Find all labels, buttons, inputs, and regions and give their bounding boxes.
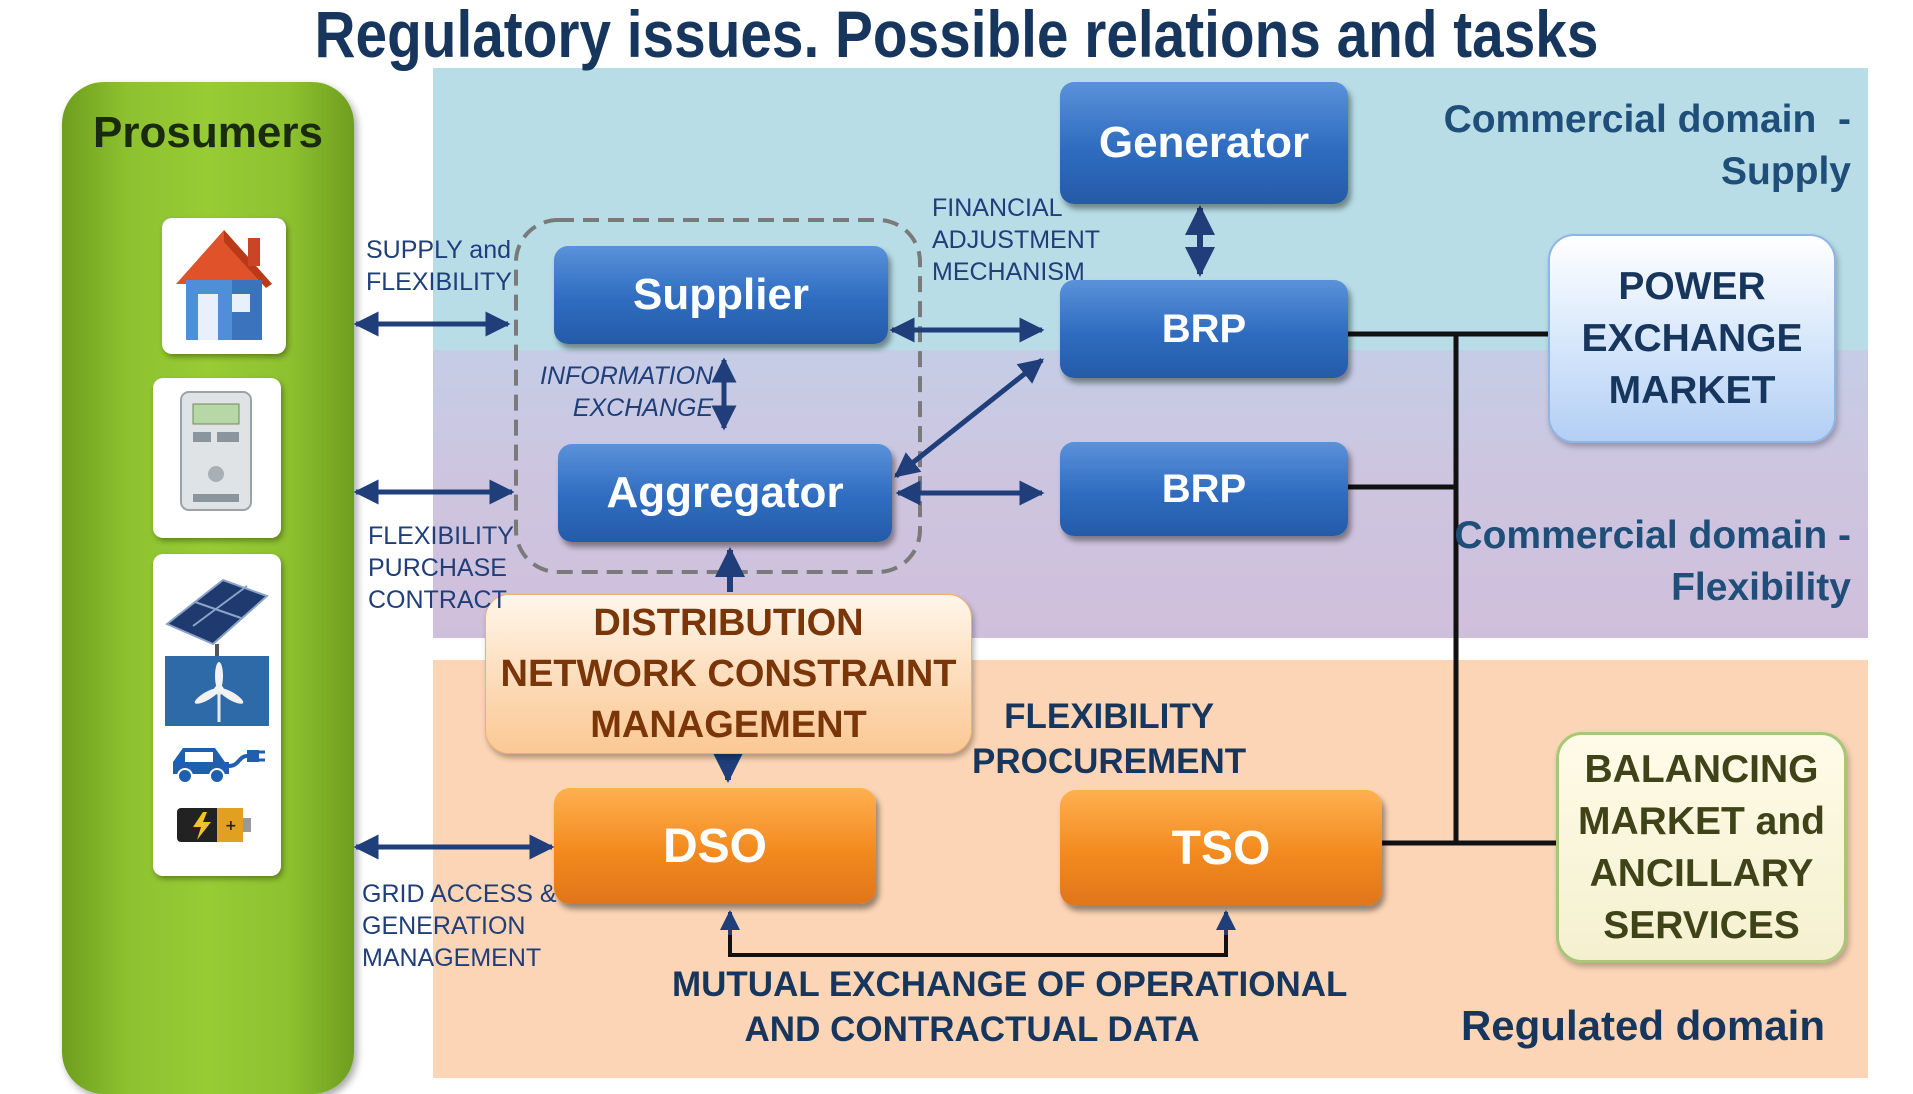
- info-exchange-line-2: EXCHANGE: [572, 394, 714, 422]
- pem-line-1: POWER: [1618, 264, 1766, 308]
- brp-top-box[interactable]: BRP: [1060, 280, 1348, 378]
- supply-domain-line-1: Commercial domain -: [1443, 98, 1851, 141]
- dncm-line-2: NETWORK CONSTRAINT: [500, 652, 957, 695]
- financial-adjustment-label: FINANCIAL ADJUSTMENT MECHANISM: [932, 192, 1100, 288]
- smart-meter-icon: [180, 391, 252, 511]
- flex-purchase-line-2: PURCHASE: [368, 554, 507, 582]
- brp-bottom-box[interactable]: BRP: [1060, 442, 1348, 536]
- supply-domain-line-2: Supply: [1720, 150, 1851, 193]
- dso-box[interactable]: DSO: [554, 788, 876, 904]
- generator-box[interactable]: Generator: [1060, 82, 1348, 204]
- supply-domain-label: Commercial domain - Supply: [1444, 94, 1851, 198]
- prosumers-label: Prosumers: [93, 108, 323, 157]
- mutual-exchange-line-1: MUTUAL EXCHANGE OF OPERATIONAL: [672, 965, 1348, 1004]
- financial-line-1: FINANCIAL: [932, 194, 1063, 222]
- bal-line-1: BALANCING: [1584, 747, 1819, 791]
- meter-tile: [153, 378, 281, 538]
- financial-line-3: MECHANISM: [932, 258, 1085, 286]
- supply-flexibility-label: SUPPLY and FLEXIBILITY: [366, 234, 512, 298]
- flexibility-domain-label: Commercial domain - Flexibility: [1454, 510, 1851, 614]
- bal-line-2: MARKET and: [1578, 799, 1825, 843]
- grid-access-line-1: GRID ACCESS &: [362, 880, 557, 908]
- info-exchange-line-1: INFORMATION: [540, 362, 714, 390]
- dncm-line-3: MANAGEMENT: [590, 703, 867, 746]
- devices-tile: +: [153, 554, 281, 876]
- dncm-line-1: DISTRIBUTION: [593, 601, 864, 644]
- aggregator-box[interactable]: Aggregator: [558, 444, 892, 542]
- bal-line-3: ANCILLARY: [1589, 851, 1814, 895]
- flex-procurement-line-1: FLEXIBILITY: [1004, 697, 1215, 736]
- mutual-exchange-bracket: [728, 920, 1228, 957]
- balancing-market-box[interactable]: BALANCING MARKET and ANCILLARY SERVICES: [1556, 732, 1847, 963]
- flexibility-purchase-label: FLEXIBILITY PURCHASE CONTRACT: [368, 520, 514, 616]
- flex-procurement-line-2: PROCUREMENT: [972, 742, 1247, 781]
- regulated-domain-label: Regulated domain: [1460, 1002, 1825, 1049]
- power-exchange-market-box[interactable]: POWER EXCHANGE MARKET: [1548, 234, 1836, 443]
- flex-domain-line-1: Commercial domain -: [1454, 514, 1851, 557]
- mutual-exchange-label: MUTUAL EXCHANGE OF OPERATIONAL AND CONTR…: [672, 962, 1348, 1052]
- pem-line-2: EXCHANGE: [1581, 316, 1803, 360]
- grid-access-line-3: MANAGEMENT: [362, 944, 542, 972]
- information-exchange-label: INFORMATION EXCHANGE: [540, 360, 713, 424]
- distribution-network-constraint-box[interactable]: DISTRIBUTION NETWORK CONSTRAINT MANAGEME…: [485, 594, 972, 754]
- flexibility-procurement-label: FLEXIBILITY PROCUREMENT: [972, 694, 1246, 784]
- wind-turbine-icon: [194, 662, 244, 722]
- mutual-exchange-line-2: AND CONTRACTUAL DATA: [744, 1010, 1200, 1049]
- grid-access-line-2: GENERATION: [362, 912, 526, 940]
- bal-line-4: SERVICES: [1603, 903, 1800, 947]
- grid-access-label: GRID ACCESS & GENERATION MANAGEMENT: [362, 878, 557, 974]
- house-tile: [162, 218, 286, 354]
- flex-domain-line-2: Flexibility: [1671, 566, 1851, 609]
- supply-flexibility-line-1: SUPPLY and: [366, 236, 512, 264]
- svg-text:+: +: [225, 818, 237, 834]
- solar-panel-icon: [165, 578, 269, 656]
- financial-line-2: ADJUSTMENT: [932, 226, 1101, 254]
- aggregator-brp-diagonal-arrow: [894, 358, 1044, 478]
- pem-line-3: MARKET: [1608, 368, 1776, 412]
- wind-turbine-tile: [165, 656, 269, 726]
- tso-box[interactable]: TSO: [1060, 790, 1382, 906]
- house-icon: [176, 230, 272, 340]
- supply-flexibility-line-2: FLEXIBILITY: [366, 268, 512, 296]
- flex-purchase-line-3: CONTRACT: [368, 586, 507, 614]
- flex-purchase-line-1: FLEXIBILITY: [368, 522, 514, 550]
- supplier-box[interactable]: Supplier: [554, 246, 888, 344]
- battery-icon: +: [177, 808, 251, 842]
- page-title: Regulatory issues. Possible relations an…: [314, 0, 1599, 71]
- electric-car-icon: [173, 748, 265, 784]
